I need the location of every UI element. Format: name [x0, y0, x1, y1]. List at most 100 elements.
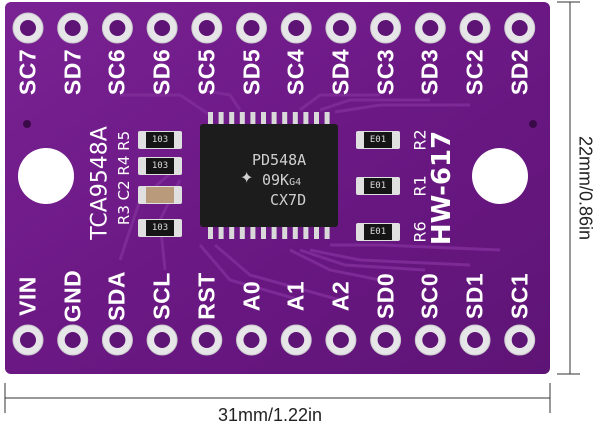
- ic-pin-bottom: [324, 225, 330, 239]
- top-pin-label-sc4: SC4: [282, 48, 309, 96]
- ic-pin-bottom: [239, 225, 245, 239]
- resistor-code-label: 103: [151, 135, 169, 145]
- height-dimension-label: 22mm/0.86in: [575, 135, 596, 241]
- top-pin-label-sc6: SC6: [103, 48, 130, 96]
- ti-logo-icon: ✦: [240, 168, 254, 187]
- pin-hole: [288, 332, 305, 348]
- bottom-pin-label-a0: A0: [238, 280, 264, 312]
- top-pin-label-sc5: SC5: [193, 48, 220, 96]
- resistor-code-label: E01: [369, 181, 387, 191]
- resistor-code-label: 103: [151, 161, 169, 171]
- bottom-pin-label-vin: VIN: [14, 276, 41, 316]
- pin-hole: [377, 332, 394, 348]
- mounting-hole-left: [18, 148, 74, 204]
- ic-marking-line2: 09KG4: [262, 171, 302, 189]
- ic-pin-bottom: [208, 225, 213, 239]
- pin-hole: [467, 20, 483, 36]
- pin-hole: [243, 332, 260, 348]
- top-pin-label-sd6: SD6: [148, 48, 175, 96]
- pin-hole: [20, 20, 36, 36]
- top-pin-label-sd5: SD5: [238, 48, 264, 96]
- pin-hole: [288, 20, 305, 36]
- pin-hole: [422, 332, 439, 348]
- ic-pin-bottom: [229, 225, 235, 239]
- bottom-pin-label-sc0: SC0: [416, 272, 443, 320]
- bottom-pin-label-rst: RST: [193, 272, 220, 320]
- ic-pin-top: [282, 112, 288, 126]
- ic-pin-top: [239, 112, 245, 126]
- resistor-body: [364, 178, 392, 194]
- bottom-pin-label-a1: A1: [282, 280, 309, 312]
- resistor-code-label: 103: [151, 223, 169, 233]
- ic-pin-bottom: [314, 225, 319, 239]
- ic-pin-bottom: [271, 225, 277, 239]
- ref-r6: R6: [410, 221, 430, 243]
- ic-pin-bottom: [250, 225, 256, 239]
- bottom-pin-label-gnd: GND: [59, 269, 86, 323]
- model-silkscreen: HW-617: [427, 130, 457, 246]
- ic-pin-top: [271, 112, 277, 126]
- pin-hole: [198, 20, 215, 36]
- resistor-code-label: E01: [369, 135, 387, 145]
- resistor-body: [146, 132, 174, 148]
- ic-pin-top: [208, 112, 213, 126]
- ic-pin-top: [229, 112, 235, 126]
- bottom-pin-label-scl: SCL: [148, 272, 175, 320]
- pin-hole: [332, 332, 349, 348]
- top-pin-label-sc7: SC7: [14, 48, 41, 96]
- fiducial-dot: [23, 120, 31, 128]
- ref-r2: R2: [410, 129, 430, 151]
- fiducial-dot: [529, 120, 537, 128]
- ic-pin-bottom: [303, 225, 309, 239]
- ic-pin-bottom: [292, 225, 298, 239]
- bottom-pin-label-sc1: SC1: [506, 272, 533, 320]
- ic-pin-top: [250, 112, 256, 126]
- pin-hole: [109, 20, 126, 36]
- pin-hole: [243, 20, 260, 36]
- top-pin-label-sd7: SD7: [59, 48, 86, 96]
- dimension-lines: [4, 1, 580, 413]
- ic-body: [200, 124, 338, 227]
- capacitor-body: [146, 187, 174, 203]
- ref-r1: R1: [410, 175, 430, 197]
- pin-hole: [64, 20, 81, 36]
- pin-hole: [511, 332, 528, 348]
- ic-pin-top: [218, 112, 224, 126]
- pin-hole: [154, 332, 171, 348]
- pin-hole: [467, 332, 483, 348]
- pin-hole: [198, 332, 215, 348]
- pin-hole: [154, 20, 171, 36]
- ic-marking-line3: CX7D: [270, 191, 307, 209]
- ic-pin-top: [314, 112, 319, 126]
- resistor-body: [364, 132, 392, 148]
- pin-hole: [64, 332, 81, 348]
- chip-name-silkscreen: TCA9548A: [87, 126, 113, 240]
- resistor-body: [146, 158, 174, 174]
- ic-pin-top: [303, 112, 309, 126]
- top-pin-label-sc3: SC3: [372, 48, 399, 96]
- top-pin-label-sd3: SD3: [416, 48, 443, 96]
- bottom-pin-label-sd0: SD0: [372, 272, 399, 320]
- ic-pin-top: [292, 112, 298, 126]
- pin-hole: [377, 20, 394, 36]
- pin-hole: [109, 332, 126, 348]
- bottom-pin-label-sd1: SD1: [461, 272, 488, 320]
- pin-hole: [332, 20, 349, 36]
- bottom-pin-label-sda: SDA: [103, 270, 130, 322]
- width-dimension-label: 31mm/1.22in: [218, 405, 323, 425]
- top-pin-label-sd2: SD2: [506, 48, 533, 96]
- top-pin-label-sd4: SD4: [327, 48, 354, 96]
- ic-pin-bottom: [261, 225, 266, 239]
- ic-pin-bottom: [282, 225, 288, 239]
- pin-hole: [511, 20, 528, 36]
- ic-pin-bottom: [218, 225, 224, 239]
- pin-hole: [422, 20, 439, 36]
- pin-hole: [20, 332, 36, 348]
- ic-pin-top: [261, 112, 266, 126]
- bottom-pin-label-a2: A2: [327, 280, 354, 312]
- ref-designators-left: R3 C2 R4 R5: [115, 130, 133, 226]
- ic-marking-line1: PD548A: [252, 151, 307, 169]
- mounting-hole-right: [472, 148, 528, 204]
